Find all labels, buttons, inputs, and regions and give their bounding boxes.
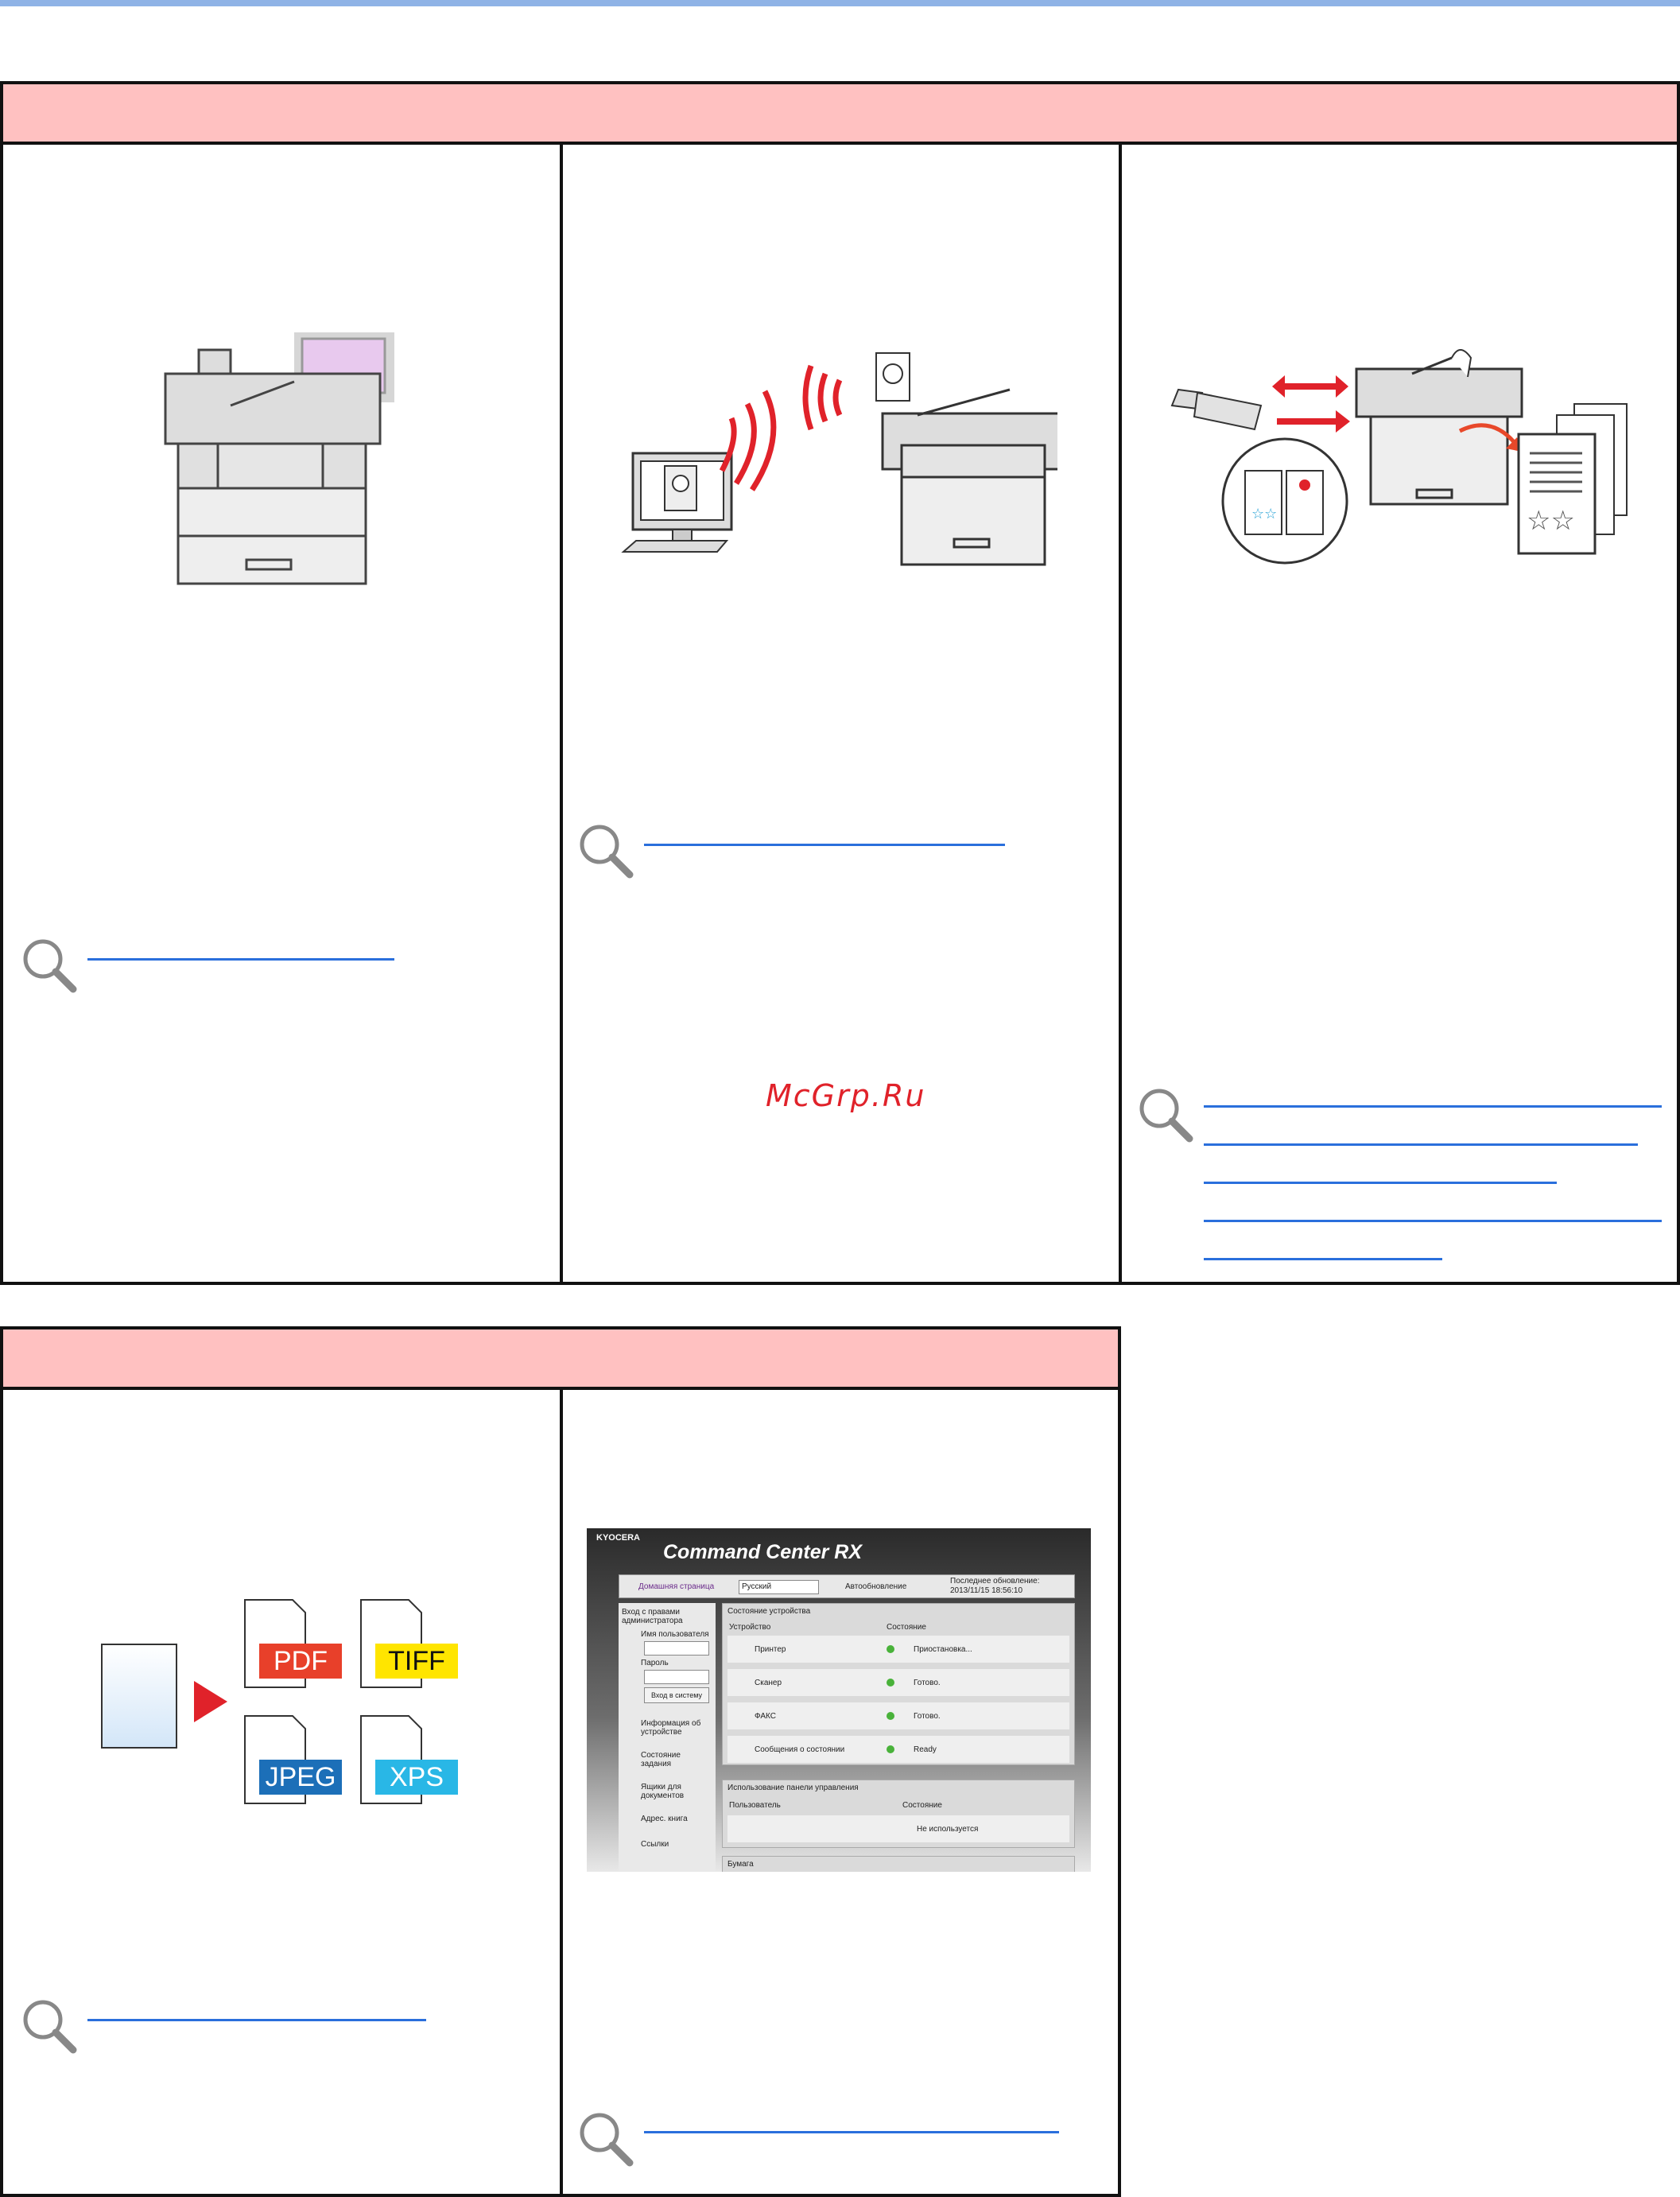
- command-center-rx-screenshot: KYOCERA Command Center RX Домашняя стран…: [587, 1528, 1091, 1872]
- paper-box: Бумага: [722, 1856, 1075, 1872]
- arrow-right-icon: [194, 1681, 227, 1722]
- device-name[interactable]: Сканер: [755, 1679, 782, 1687]
- col-status: Состояние: [887, 1623, 926, 1632]
- panel-usage-title: Использование панели управления: [727, 1784, 859, 1792]
- mfp-with-monitor-illustration: [164, 332, 394, 585]
- format-label-xps: XPS: [375, 1760, 458, 1795]
- table-row: Сообщения о состоянии Ready: [727, 1736, 1069, 1763]
- reference-link[interactable]: [644, 844, 1005, 846]
- device-name[interactable]: Принтер: [755, 1645, 786, 1654]
- reference-link[interactable]: [87, 2019, 426, 2021]
- reference-link[interactable]: [1204, 1220, 1662, 1222]
- reference-magnifier-icon: [1139, 1089, 1193, 1143]
- col-user: Пользователь: [729, 1801, 781, 1810]
- reference-link[interactable]: [1204, 1258, 1442, 1260]
- login-button[interactable]: Вход в систему: [644, 1687, 709, 1703]
- table-row: Принтер Приостановка...: [727, 1636, 1069, 1663]
- ccrx-sidebar: Вход с правами администратора Имя пользо…: [619, 1603, 716, 1872]
- ccrx-top-bar: Домашняя страница Русский Автообновление…: [619, 1574, 1075, 1598]
- svg-text:☆☆: ☆☆: [1527, 505, 1575, 537]
- sidebar-item-address-book[interactable]: Адрес. книга: [641, 1815, 688, 1823]
- device-status: Готово.: [914, 1679, 941, 1687]
- status-indicator: [887, 1645, 894, 1653]
- paper-title: Бумага: [727, 1860, 754, 1869]
- username-field[interactable]: [644, 1641, 709, 1656]
- top-accent-bar: [0, 0, 1680, 6]
- panel-usage-box: Использование панели управления Пользова…: [722, 1780, 1075, 1848]
- device-name[interactable]: ФАКС: [755, 1712, 776, 1721]
- username-label: Имя пользователя: [641, 1630, 709, 1639]
- kyocera-logo: KYOCERA: [596, 1533, 641, 1543]
- device-status: Готово.: [914, 1712, 941, 1721]
- sidebar-item-document-box[interactable]: Ящики для документов: [641, 1783, 685, 1800]
- sidebar-item-device-info[interactable]: Информация об устройстве: [641, 1719, 701, 1737]
- password-label: Пароль: [641, 1659, 669, 1667]
- status-indicator: [887, 1712, 894, 1720]
- watermark: McGrp.Ru: [766, 1078, 926, 1113]
- table-row: Не используется: [727, 1815, 1069, 1842]
- password-field[interactable]: [644, 1670, 709, 1684]
- column-divider: [560, 145, 563, 1285]
- status-indicator: [887, 1745, 894, 1753]
- col-device: Устройство: [729, 1623, 771, 1632]
- reference-link[interactable]: [1204, 1182, 1557, 1184]
- login-title: Вход с правами администратора: [622, 1608, 683, 1625]
- wireless-print-illustration: [621, 352, 1057, 566]
- panel-header: [3, 84, 1677, 145]
- reference-link[interactable]: [1204, 1143, 1638, 1146]
- status-indicator: [887, 1679, 894, 1687]
- panel-header: [3, 1329, 1118, 1390]
- reference-magnifier-icon: [23, 939, 77, 993]
- device-status: Приостановка...: [914, 1645, 972, 1654]
- home-link[interactable]: Домашняя страница: [638, 1582, 715, 1591]
- column-divider: [560, 1390, 563, 2197]
- last-update-value: 2013/11/15 18:56:10: [950, 1586, 1023, 1595]
- svg-text:☆☆: ☆☆: [1251, 506, 1277, 522]
- column-divider: [1119, 145, 1122, 1285]
- reference-link[interactable]: [644, 2131, 1059, 2133]
- table-row: Сканер Готово.: [727, 1669, 1069, 1696]
- usb-memory-print-illustration: ☆☆ ☆☆: [1170, 349, 1628, 565]
- reference-magnifier-icon: [580, 825, 634, 879]
- device-status: Ready: [914, 1745, 937, 1754]
- format-label-pdf: PDF: [259, 1644, 342, 1679]
- source-document-icon: [101, 1644, 177, 1749]
- reference-link[interactable]: [1204, 1105, 1662, 1108]
- col-status: Состояние: [902, 1801, 942, 1810]
- last-update-label: Последнее обновление:: [950, 1577, 1040, 1586]
- device-status-title: Состояние устройства: [727, 1607, 811, 1616]
- device-status-box: Состояние устройства Устройство Состояни…: [722, 1603, 1075, 1765]
- table-row: ФАКС Готово.: [727, 1702, 1069, 1729]
- panel-status: Не используется: [917, 1825, 979, 1834]
- autorefresh-checkbox[interactable]: Автообновление: [845, 1582, 907, 1591]
- reference-link[interactable]: [87, 958, 394, 961]
- sidebar-item-job-status[interactable]: Состояние задания: [641, 1751, 681, 1768]
- format-label-jpeg: JPEG: [259, 1760, 342, 1795]
- format-label-tiff: TIFF: [375, 1644, 458, 1679]
- features-panel-top: [0, 81, 1680, 1285]
- ccrx-brand-title: Command Center RX: [663, 1541, 863, 1563]
- reference-magnifier-icon: [23, 2000, 77, 2054]
- reference-magnifier-icon: [580, 2113, 634, 2167]
- language-select[interactable]: Русский: [739, 1580, 819, 1594]
- device-name[interactable]: Сообщения о состоянии: [755, 1745, 845, 1754]
- sidebar-item-links[interactable]: Ссылки: [641, 1840, 669, 1849]
